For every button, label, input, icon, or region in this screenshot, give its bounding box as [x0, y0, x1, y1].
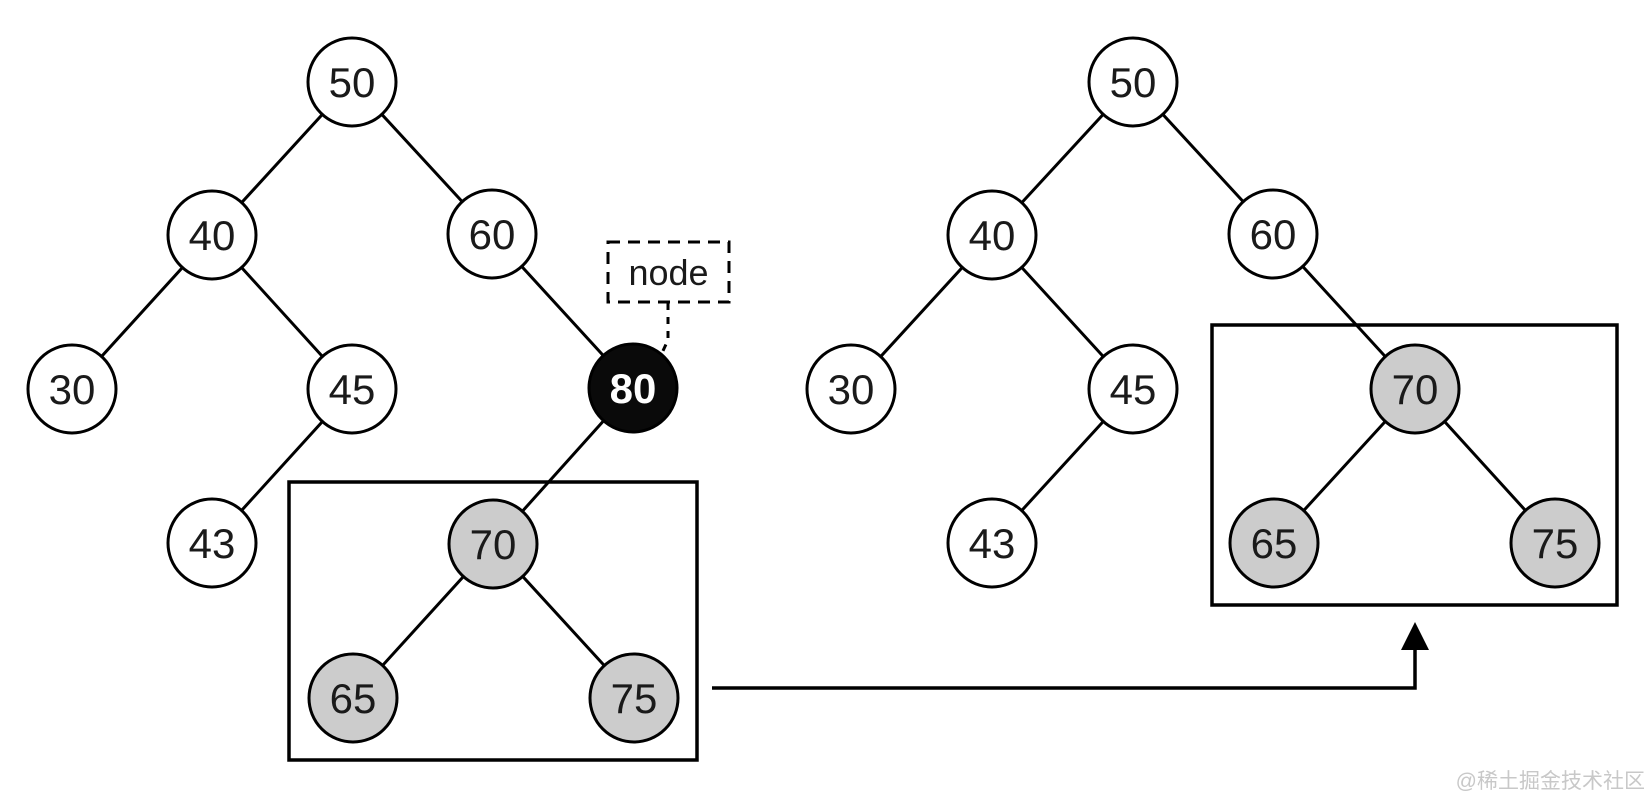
tree-after-node-40 — [946, 189, 1038, 281]
subtree-box-after — [1210, 323, 1619, 607]
tree-before-node-label-60: 60 — [469, 211, 516, 258]
tree-before-node-65 — [307, 652, 399, 744]
tree-before-node-30 — [26, 343, 118, 435]
watermark-text: @稀土掘金技术社区 — [1456, 770, 1645, 793]
tree-before-node-label-75: 75 — [611, 675, 658, 722]
tree-after-node-label-70: 70 — [1392, 366, 1439, 413]
transfer-arrow-line — [712, 648, 1417, 690]
tree-after-node-50 — [1087, 36, 1179, 128]
tree-before-node-label-50: 50 — [329, 59, 376, 106]
tree-after-node-30 — [805, 343, 897, 435]
tree-after-node-label-40: 40 — [969, 212, 1016, 259]
tree-after-node-60 — [1227, 188, 1319, 280]
tree-before-node-70 — [447, 498, 539, 590]
node-callout-box — [606, 240, 731, 304]
tree-after-node-70 — [1369, 343, 1461, 435]
tree-before-node-45 — [306, 343, 398, 435]
tree-after-node-43 — [946, 497, 1038, 589]
tree-before-node-75 — [588, 652, 680, 744]
tree-after-node-label-60: 60 — [1250, 211, 1297, 258]
tree-before-node-80 — [587, 342, 679, 434]
node-callout-pointer — [660, 303, 670, 354]
tree-after-node-label-50: 50 — [1110, 59, 1157, 106]
tree-before-node-label-30: 30 — [49, 366, 96, 413]
transfer-arrow-head — [1401, 622, 1429, 650]
tree-before-node-label-70: 70 — [470, 521, 517, 568]
tree-before-node-label-65: 65 — [330, 675, 377, 722]
tree-before-node-label-45: 45 — [329, 366, 376, 413]
tree-after-node-label-43: 43 — [969, 520, 1016, 567]
tree-before-node-label-80: 80 — [610, 365, 657, 412]
tree-before-node-43 — [166, 497, 258, 589]
tree-before-node-label-43: 43 — [189, 520, 236, 567]
node-callout-label: node — [628, 252, 708, 293]
tree-before-node-label-40: 40 — [189, 212, 236, 259]
tree-after-node-65 — [1228, 497, 1320, 589]
tree-after-node-label-30: 30 — [828, 366, 875, 413]
tree-after-node-label-75: 75 — [1532, 520, 1579, 567]
tree-after-node-label-45: 45 — [1110, 366, 1157, 413]
tree-after-node-label-65: 65 — [1251, 520, 1298, 567]
tree-before-node-50 — [306, 36, 398, 128]
tree-after-node-45 — [1087, 343, 1179, 435]
tree-after-node-75 — [1509, 497, 1601, 589]
subtree-box-before — [287, 480, 699, 762]
tree-before-node-60 — [446, 188, 538, 280]
tree-before-node-40 — [166, 189, 258, 281]
